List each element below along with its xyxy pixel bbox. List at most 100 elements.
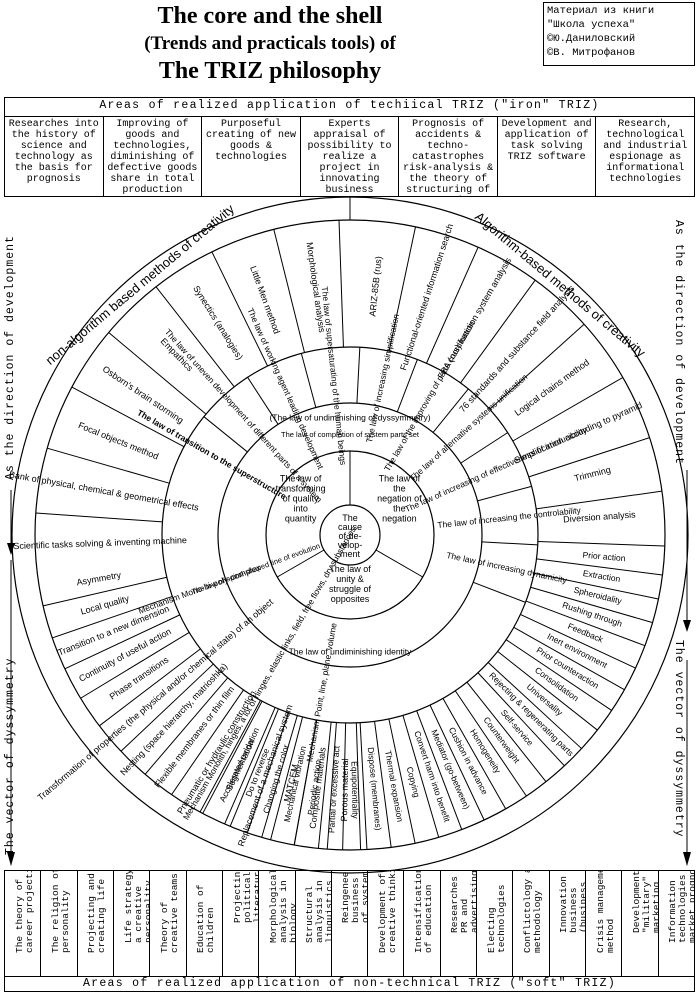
soft-area-label: Intensification of education: [413, 871, 435, 953]
tool-divider: [497, 651, 598, 731]
soft-area-12: Intensification of education: [404, 871, 441, 976]
method-right-2: Functional-oriented information search: [398, 222, 455, 371]
law-divider: [300, 353, 317, 408]
soft-area-16: Innovation business (business incubator): [550, 871, 586, 976]
method-divider: [155, 286, 235, 388]
law-divider: [477, 485, 532, 502]
ring-label-spiral: The law of spiral-shaped line of evoluti…: [190, 541, 321, 596]
law-9: The law of increasing the controlability: [437, 505, 582, 530]
method-right-5: Logical chains method: [513, 357, 591, 418]
soft-area-label: Structural analysis in linguistics: [304, 880, 332, 943]
technical-area-3: Purposeful creating of new goods & techn…: [202, 117, 301, 196]
technical-area-1: Researches into the history of science a…: [5, 117, 104, 196]
method-left-3: Synectics (analogies): [191, 284, 245, 362]
soft-area-label: Development of creative thinking: [376, 871, 398, 953]
tool-divider: [171, 689, 244, 795]
tool-divider: [99, 648, 201, 727]
tool-divider: [270, 716, 304, 840]
law-divider: [247, 377, 279, 425]
law-divider: [460, 432, 508, 464]
credit-line: ©В. Митрофанов: [547, 47, 636, 59]
tool-divider: [293, 719, 318, 846]
method-divider: [35, 512, 163, 523]
credit-line: ©Ю.Даниловский: [547, 33, 636, 45]
tool-divider: [477, 672, 565, 767]
credit-line: Материал из книги: [547, 5, 655, 17]
soft-area-label: Life strategy of a creative personality: [122, 871, 151, 943]
technical-area-6: Development and application of task solv…: [498, 117, 597, 196]
core-divider: [277, 549, 325, 578]
tool-divider: [326, 722, 337, 850]
tool-divider: [533, 572, 659, 600]
tool-divider: [374, 721, 392, 848]
tool-divider: [416, 710, 463, 830]
method-divider: [211, 251, 269, 367]
law-divider: [356, 347, 361, 404]
method-left-8: Scientific tasks solving & inventing mac…: [13, 535, 187, 551]
tool-divider: [80, 632, 190, 699]
technical-area-2: Improving of goods and technologies, dim…: [104, 117, 203, 196]
method-divider: [71, 386, 185, 448]
tool-right-2: Extraction: [582, 568, 621, 584]
law-divider: [481, 541, 538, 546]
tool-divider: [388, 718, 416, 844]
soft-area-label: Development of "military" marketing stra…: [630, 871, 659, 933]
soft-area-6: Education of children: [187, 871, 223, 976]
soft-area-13: Researches into PR and advertising field…: [441, 871, 478, 976]
method-divider: [108, 332, 207, 415]
soft-area-17: Crisis management method: [586, 871, 623, 976]
method-divider: [338, 220, 344, 348]
tool-left-14: Porous material: [339, 758, 350, 821]
tool-divider: [42, 576, 167, 607]
soft-area-15: Conflictology and methodology: [513, 871, 550, 976]
soft-area-label: Innovation business (business incubator): [558, 875, 586, 933]
method-divider: [47, 447, 170, 484]
technical-area-5: Prognosis of accidents & techno-catastro…: [399, 117, 498, 196]
tool-right-19: Dispose (membranes): [366, 747, 384, 831]
method-divider: [536, 490, 663, 510]
technical-triz-band: Areas of realized application of techiic…: [4, 97, 695, 197]
tool-divider: [261, 715, 298, 838]
soft-area-5: Theory of creative teams: [150, 871, 187, 976]
tool-divider: [520, 613, 636, 669]
technical-area-4: Experts appraisal of possibility to real…: [301, 117, 400, 196]
soft-triz-heading: Areas of realized application of non-tec…: [82, 977, 617, 990]
tool-divider: [525, 600, 646, 647]
tool-divider: [513, 626, 625, 691]
tool-divider: [199, 700, 261, 813]
soft-area-label: Information technologies in market progn…: [667, 871, 694, 943]
soft-area-label: Education of children: [195, 884, 217, 953]
tool-divider: [429, 704, 485, 821]
credit-box: Материал из книги "Школа успеха" ©Ю.Дани…: [543, 2, 695, 66]
tool-divider: [144, 677, 229, 775]
tool-divider: [64, 614, 181, 670]
soft-area-label: Crisis management method: [594, 871, 616, 953]
technical-triz-heading: Areas of realized application of techiic…: [99, 99, 600, 112]
method-divider: [388, 226, 416, 352]
soft-area-label: Morphological analysis in biology: [267, 871, 296, 943]
technical-triz-cells: Researches into the history of science a…: [5, 116, 694, 196]
soft-area-7: Projecting of in political, literature a…: [223, 871, 260, 976]
law-divider: [432, 388, 469, 433]
tool-divider: [442, 698, 507, 810]
soft-area-label: The religion of personality: [49, 871, 71, 953]
law-divider: [203, 416, 248, 453]
wheel-identity-ring: [217, 402, 483, 668]
tool-divider: [202, 700, 263, 814]
soft-area-10: Reingeneering of business by means of sy…: [332, 871, 369, 976]
soft-area-label: Projecting and creating life: [86, 873, 108, 953]
law-10: The law of increasing dynamicity: [446, 550, 569, 585]
tool-right-3: Spheroidality: [573, 585, 624, 607]
tool-left-1: Asymmetry: [76, 570, 123, 588]
soft-area-1: The theory of career projecting: [5, 871, 42, 976]
law-8: The law of increasing of effectiveness o…: [403, 424, 589, 514]
tool-divider: [342, 722, 347, 850]
ring-label-identity: The law of undiminishing identity: [289, 646, 413, 656]
soft-area-label: Reingeneering of business by means of sy…: [340, 871, 369, 923]
tool-divider: [224, 707, 276, 825]
tool-divider: [317, 722, 332, 849]
method-right-1: ARIZ-85B (rus): [367, 256, 383, 317]
